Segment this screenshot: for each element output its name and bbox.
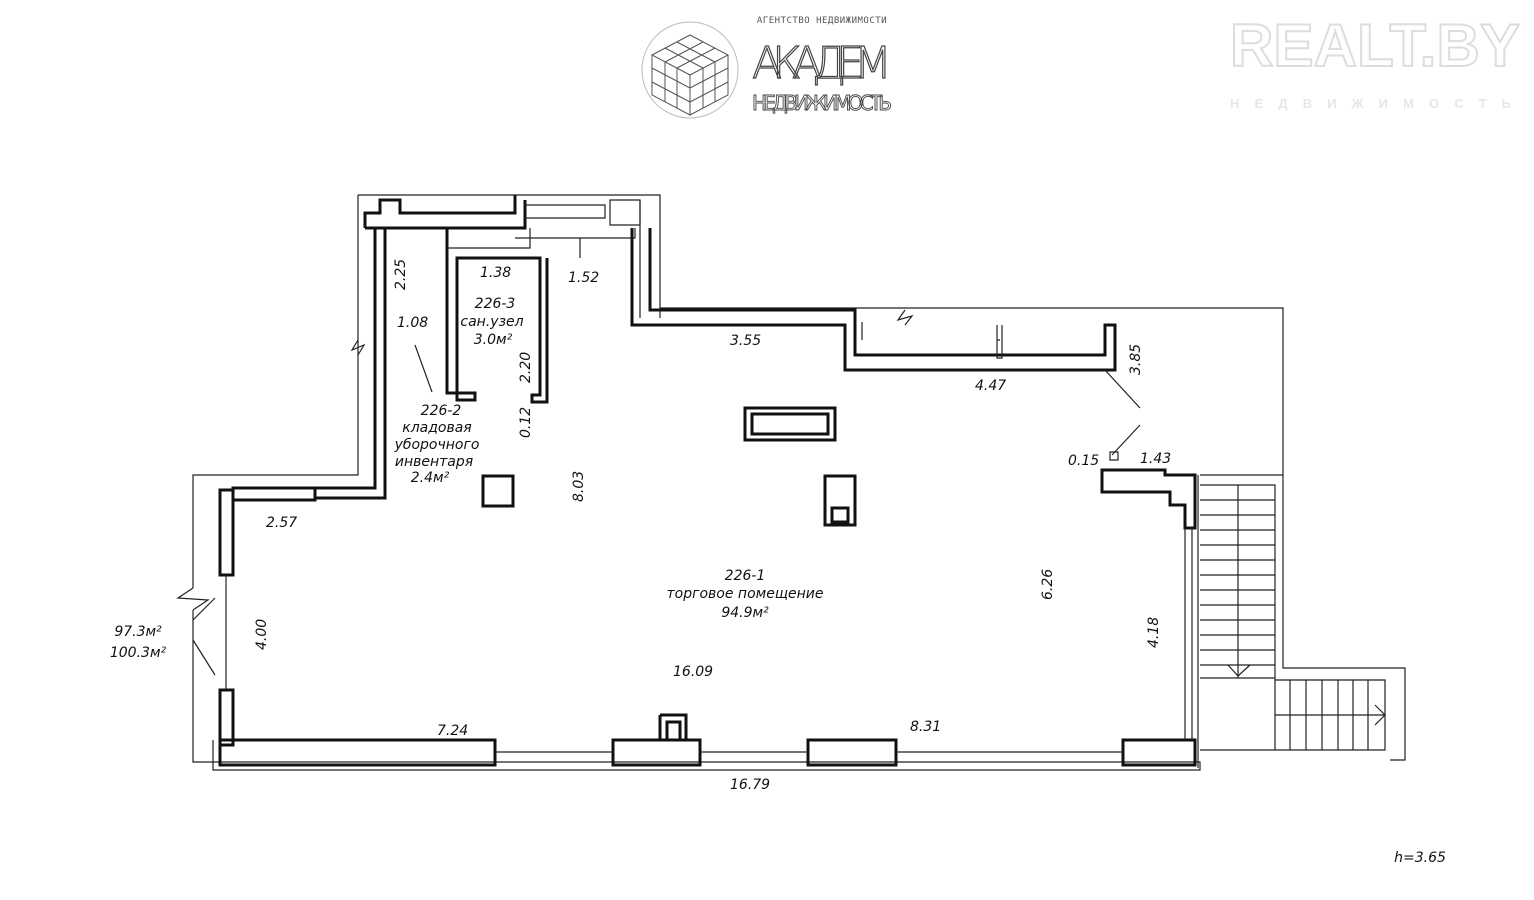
dim-0-12: 0.12 <box>518 407 534 438</box>
cube-logo-icon <box>641 21 739 119</box>
dim-4-18: 4.18 <box>1146 617 1162 648</box>
room-number: 226-2 <box>421 403 462 419</box>
realt-watermark: REALT.BY НЕДВИЖИМОСТЬ <box>1229 11 1521 111</box>
room-226-1-label: 226-1 торговое помещение 94.9м² <box>667 568 824 621</box>
dim-1-38: 1.38 <box>480 265 511 281</box>
room-226-3-label: 226-3 сан.узел 3.0м² <box>460 296 523 348</box>
dim-8-31: 8.31 <box>910 719 941 735</box>
area-total: 100.3м² <box>110 645 167 661</box>
dim-2-25: 2.25 <box>393 259 409 290</box>
ceiling-height: h=3.65 <box>1394 850 1446 866</box>
room-name: сан.узел <box>460 314 523 330</box>
dim-2-57: 2.57 <box>266 515 297 531</box>
dim-16-09: 16.09 <box>673 664 713 680</box>
room-name-line: инвентаря <box>395 454 473 470</box>
dim-6-26: 6.26 <box>1040 569 1056 600</box>
agency-name: АКАДЕМ <box>752 38 892 89</box>
dim-1-52: 1.52 <box>568 270 599 286</box>
room-name-line: уборочного <box>394 437 480 453</box>
room-name-line: кладовая <box>402 420 471 436</box>
dim-1-08: 1.08 <box>397 315 428 331</box>
room-number: 226-3 <box>475 296 516 312</box>
dim-8-03: 8.03 <box>571 471 587 502</box>
room-number: 226-1 <box>725 568 766 584</box>
dim-1-43: 1.43 <box>1140 451 1171 467</box>
outer-outline <box>176 194 1406 771</box>
dim-4-00: 4.00 <box>254 619 270 650</box>
room-area: 94.9м² <box>721 605 769 621</box>
walls <box>218 195 1199 768</box>
realt-subtitle: НЕДВИЖИМОСТЬ <box>1230 96 1520 111</box>
room-name: торговое помещение <box>667 586 824 602</box>
arrow-right-icon <box>1374 704 1386 726</box>
dim-2-20: 2.20 <box>518 352 534 383</box>
area-living: 97.3м² <box>114 624 162 640</box>
room-226-2-label: 226-2 кладовая уборочного инвентаря 2.4м… <box>394 403 480 486</box>
agency-logo: АГЕНТСТВО НЕДВИЖИМОСТИ АКАДЕМ НЕДВИЖИМОС… <box>641 16 893 119</box>
dim-3-85: 3.85 <box>1128 344 1144 375</box>
dim-4-47: 4.47 <box>975 378 1006 394</box>
dim-3-55: 3.55 <box>730 333 761 349</box>
realt-logo: REALT.BY <box>1230 12 1520 79</box>
arrow-down-icon <box>1227 664 1251 677</box>
room-area: 2.4м² <box>411 470 450 486</box>
dimensions: 2.25 1.38 1.52 1.08 2.20 0.12 3.55 4.47 … <box>254 259 1171 793</box>
dim-7-24: 7.24 <box>437 723 468 739</box>
room-area: 3.0м² <box>474 332 513 348</box>
dim-0-15: 0.15 <box>1068 453 1099 469</box>
agency-subtitle: НЕДВИЖИМОСТЬ <box>752 91 892 115</box>
dim-16-79: 16.79 <box>730 777 770 793</box>
staircase <box>1200 474 1386 751</box>
agency-tagline: АГЕНТСТВО НЕДВИЖИМОСТИ <box>757 16 887 26</box>
